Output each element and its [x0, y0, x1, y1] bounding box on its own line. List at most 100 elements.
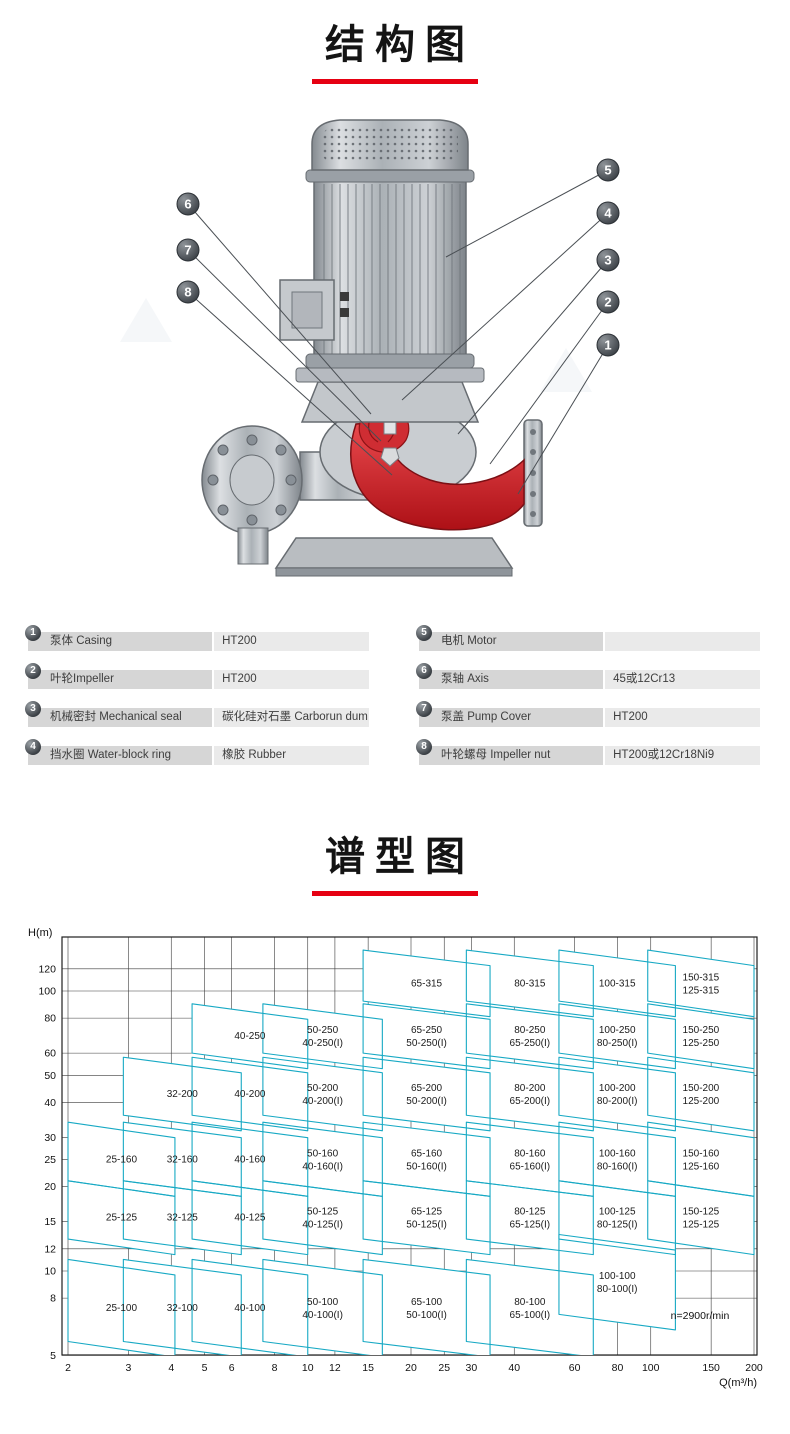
region-outline: [647, 1003, 755, 1070]
x-tick-label: 10: [302, 1362, 314, 1374]
region-label: 32-160: [167, 1154, 199, 1165]
region-label: 80-200(I): [597, 1096, 638, 1107]
speed-annotation: n=2900r/min: [671, 1310, 730, 1322]
region-label: 50-250: [307, 1025, 339, 1036]
chart-region-outlines: [67, 949, 755, 1355]
region-label: 65-200(I): [510, 1096, 551, 1107]
region-label: 125-125: [683, 1220, 720, 1231]
y-tick-label: 5: [50, 1350, 56, 1362]
motor-flange-plate: [295, 367, 485, 383]
part-name: 泵体 Casing: [28, 632, 213, 651]
y-tick-label: 20: [44, 1181, 56, 1193]
x-tick-label: 5: [202, 1362, 208, 1374]
callout-number: 3: [604, 253, 611, 268]
callout-number: 1: [604, 338, 611, 353]
structure-title: 结构图: [325, 23, 475, 67]
y-tick-label: 60: [44, 1048, 56, 1060]
x-tick-label: 30: [466, 1362, 478, 1374]
region-outline: [558, 1233, 676, 1331]
region-label: 65-315: [411, 978, 443, 989]
callout-1: 1: [596, 333, 620, 357]
x-tick-label: 25: [438, 1362, 450, 1374]
discharge-flange: [523, 419, 543, 527]
region-outline: [67, 1258, 176, 1355]
region-outline: [122, 1258, 242, 1355]
region-label: 100-200: [599, 1083, 636, 1094]
part-name: 泵轴 Axis: [419, 670, 604, 689]
region-label: 150-160: [683, 1148, 720, 1159]
y-tick-label: 15: [44, 1216, 56, 1228]
x-tick-label: 6: [229, 1362, 235, 1374]
x-tick-label: 3: [125, 1362, 131, 1374]
x-tick-label: 150: [702, 1362, 720, 1374]
region-outline: [465, 1258, 594, 1355]
region-label: 50-160(I): [406, 1161, 447, 1172]
y-tick-label: 25: [44, 1154, 56, 1166]
region-outline: [262, 1180, 383, 1256]
region-label: 65-125(I): [510, 1220, 551, 1231]
region-label: 40-250: [234, 1031, 266, 1042]
region-label: 100-160: [599, 1148, 636, 1159]
region-label: 65-160(I): [510, 1161, 551, 1172]
spectrum-section-header: 谱型图: [0, 824, 790, 896]
region-label: 40-100(I): [302, 1310, 343, 1321]
region-label: 25-160: [106, 1154, 138, 1165]
x-tick-label: 15: [362, 1362, 374, 1374]
volute-cutaway: [350, 421, 525, 531]
x-tick-label: 40: [508, 1362, 520, 1374]
part-name: 电机 Motor: [419, 632, 604, 651]
region-label: 100-250: [599, 1025, 636, 1036]
region-label: 100-315: [599, 978, 636, 989]
region-label: 25-100: [106, 1303, 138, 1314]
region-label: 80-125: [514, 1207, 546, 1218]
region-label: 80-160(I): [597, 1161, 638, 1172]
red-underline: [312, 79, 478, 84]
region-label: 40-125(I): [302, 1220, 343, 1231]
region-outline: [465, 1056, 594, 1132]
region-outline: [558, 949, 676, 1018]
region-label: 80-250: [514, 1025, 546, 1036]
region-label: 80-315: [514, 978, 546, 989]
region-label: 40-200: [234, 1089, 266, 1100]
part-number-badge: 6: [416, 663, 432, 679]
y-tick-label: 10: [44, 1266, 56, 1278]
callout-leader: [445, 169, 609, 258]
part-number-badge: 1: [25, 625, 41, 641]
impeller-nut: [380, 447, 400, 467]
part-material: 橡胶 Rubber: [214, 746, 369, 765]
callout-number: 8: [184, 285, 191, 300]
region-outline: [262, 1056, 383, 1132]
region-label: 125-250: [683, 1038, 720, 1049]
part-number-badge: 3: [25, 701, 41, 717]
y-tick-label: 30: [44, 1132, 56, 1144]
region-label: 50-100(I): [406, 1310, 447, 1321]
callout-leader: [489, 301, 609, 465]
region-label: 100-125: [599, 1207, 636, 1218]
callout-6: 6: [176, 192, 200, 216]
callout-leader: [187, 203, 372, 415]
part-material: 45或12Cr13: [605, 670, 760, 689]
chart-border: [61, 936, 758, 1356]
region-outline: [558, 1003, 676, 1070]
x-tick-label: 8: [272, 1362, 278, 1374]
region-label: 40-200(I): [302, 1096, 343, 1107]
region-outline: [558, 1056, 676, 1132]
pump-base: [274, 537, 514, 569]
region-label: 50-125: [307, 1207, 339, 1218]
part-material: HT200: [214, 670, 369, 689]
region-label: 150-200: [683, 1083, 720, 1094]
x-tick-label: 20: [405, 1362, 417, 1374]
callout-leader: [517, 344, 609, 495]
region-label: 32-100: [167, 1303, 199, 1314]
